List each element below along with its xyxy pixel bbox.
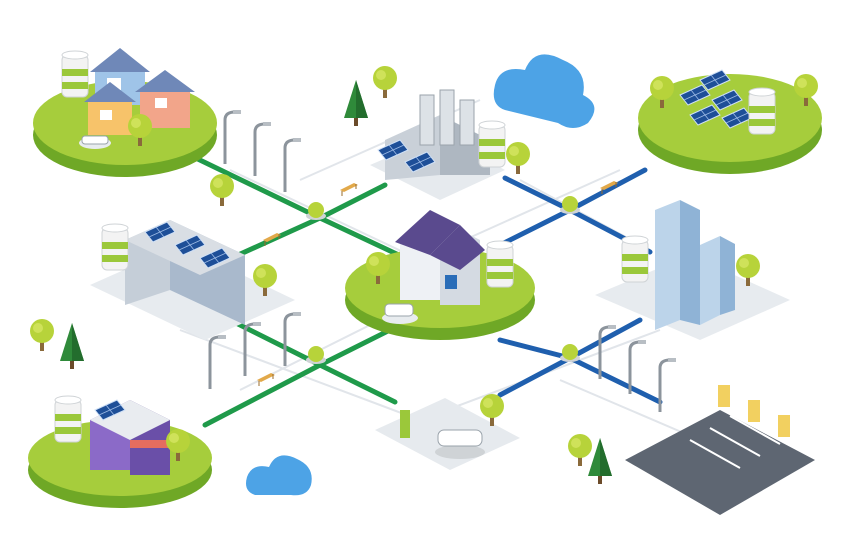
smart-home-ev-battery-icon [345,210,535,340]
ev-charging-station-icon [375,394,520,470]
office-building-solar-battery-icon [90,174,295,340]
ev-parking-lot-icon [568,385,815,515]
shop-solar-battery-icon [28,395,212,508]
cloud-icon [246,455,312,496]
factory-solar-battery-icon [344,66,530,200]
skyscraper-battery-icon [595,200,790,340]
solar-farm-battery-icon [638,69,822,174]
cloud-icon [493,54,595,128]
blue-power-lines [497,167,663,405]
houses-solar-battery-icon [33,48,217,177]
decor-trees [30,319,84,369]
